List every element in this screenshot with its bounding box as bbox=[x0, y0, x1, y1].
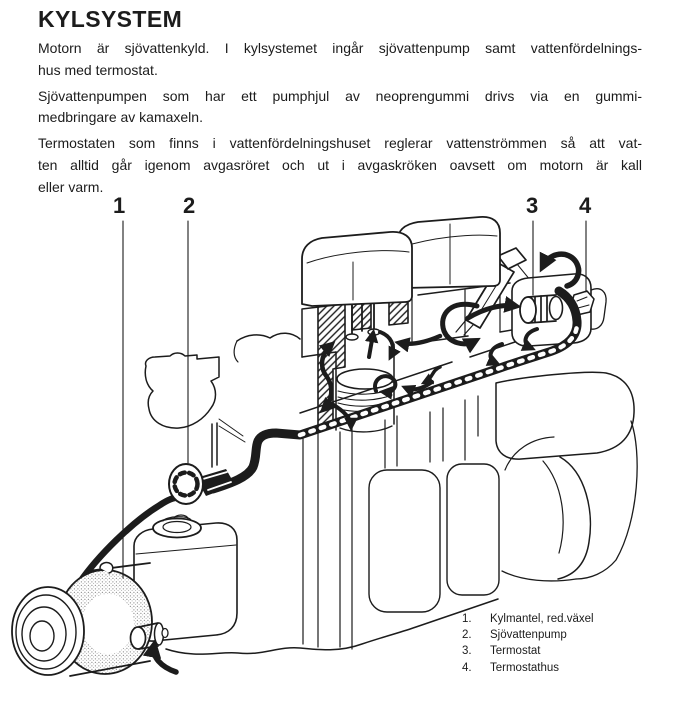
legend-item-label: Termostat bbox=[490, 645, 541, 658]
text-line: ten alltid går igenom avgasröret och ut … bbox=[38, 156, 642, 173]
paragraph: Motorn är sjövattenkyld. I kylsystemet i… bbox=[38, 38, 642, 81]
legend-item-label: Kylmantel, red.växel bbox=[490, 613, 594, 625]
thermostat bbox=[519, 294, 564, 324]
callout-number-1: 1 bbox=[113, 193, 126, 218]
paragraph: Termostaten som finns i vattenfördelning… bbox=[38, 133, 642, 198]
legend-item-label: Sjövattenpump bbox=[490, 629, 567, 642]
text-line: eller varm. bbox=[38, 178, 104, 195]
cylinder-head-cutaway bbox=[299, 216, 607, 433]
water-inlet-stub bbox=[129, 626, 147, 650]
callout-number-2: 2 bbox=[183, 193, 196, 218]
callout-leader-lines bbox=[122, 220, 587, 579]
sea-water-pump bbox=[168, 463, 235, 505]
piston bbox=[336, 368, 394, 390]
legend-item-number: 2. bbox=[462, 629, 472, 642]
inlet-flow-arrow bbox=[142, 638, 179, 675]
water-channel bbox=[208, 286, 582, 494]
body-text: Motorn är sjövattenkyld. I kylsystemet i… bbox=[38, 38, 642, 203]
valve-cover-front bbox=[301, 231, 413, 307]
valve-cover-rear bbox=[396, 216, 501, 289]
text-line: hus med termostat. bbox=[38, 61, 158, 78]
legend-item-number: 3. bbox=[462, 645, 472, 658]
engine-front bbox=[144, 332, 301, 468]
legend-item: 2. Sjövattenpump bbox=[462, 627, 594, 643]
pump-housing bbox=[133, 514, 238, 642]
text-line: medbringare av kamaxeln. bbox=[38, 109, 203, 126]
text-line: Sjövattenpumpen som har ett pumphjul av … bbox=[38, 87, 642, 104]
legend-item-label: Termostathus bbox=[490, 661, 560, 674]
flow-arrows bbox=[318, 251, 582, 432]
callout-number-4: 4 bbox=[579, 193, 592, 218]
legend-item: 4. Termostathus bbox=[462, 660, 594, 676]
legend-item: 1. Kylmantel, red.växel bbox=[462, 611, 594, 627]
callout-number-3: 3 bbox=[526, 193, 539, 218]
text-line: Termostaten som finns i vattenfördelning… bbox=[38, 135, 642, 152]
engine-block bbox=[165, 371, 638, 655]
paragraph: Sjövattenpumpen som har ett pumphjul av … bbox=[38, 86, 642, 129]
cooling-jacket-drum bbox=[11, 561, 179, 677]
legend-item: 3. Termostat bbox=[462, 643, 594, 659]
legend-item-number: 4. bbox=[462, 661, 472, 674]
page-title: KYLSYSTEM bbox=[38, 6, 183, 32]
legend-item-number: 1. bbox=[462, 613, 472, 625]
figure-legend: 1. Kylmantel, red.växel 2. Sjövattenpump… bbox=[462, 611, 594, 676]
text-line: Motorn är sjövattenkyld. I kylsystemet i… bbox=[38, 40, 642, 56]
